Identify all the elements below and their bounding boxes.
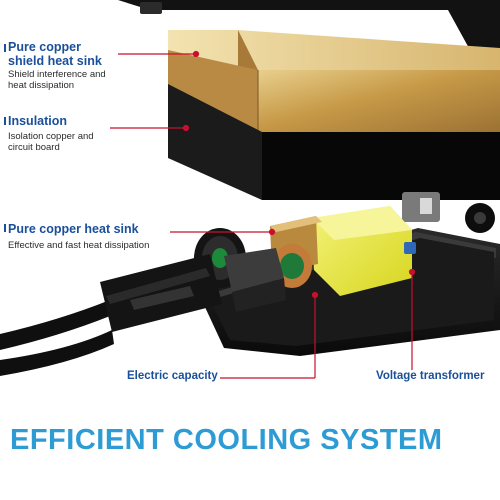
top-cover xyxy=(118,0,500,58)
transformer xyxy=(312,206,416,296)
transformer-label: Voltage transformer xyxy=(376,370,485,382)
insulation-sheet xyxy=(168,84,500,200)
power-connector xyxy=(224,248,286,312)
heatsink-title: Pure copper heat sink xyxy=(8,222,139,236)
transformer-marker-dot xyxy=(408,268,416,276)
right-mount xyxy=(402,192,495,233)
copper-shield xyxy=(168,30,500,132)
power-cord xyxy=(0,254,222,376)
shield-title-line1: Pure copper xyxy=(8,40,81,54)
heatsink-desc: Effective and fast heat dissipation xyxy=(8,240,150,251)
insulation-desc-line2: circuit board xyxy=(8,142,60,153)
insulation-title: Insulation xyxy=(8,114,68,128)
shield-title-line2: shield heat sink xyxy=(8,54,102,68)
insulation-desc-line1: Isolation copper and xyxy=(8,131,94,142)
title-markers xyxy=(4,44,6,232)
heatsink-marker-dot xyxy=(268,228,276,236)
shield-desc-line2: heat dissipation xyxy=(8,80,75,91)
headline: EFFICIENT COOLING SYSTEM xyxy=(10,424,443,456)
capacitor-label: Electric capacity xyxy=(127,370,218,382)
capacitor-marker-dot xyxy=(311,291,319,299)
shield-desc-line1: Shield interference and xyxy=(8,69,106,80)
shield-marker-dot xyxy=(192,50,200,58)
callout-markers xyxy=(110,50,416,379)
insulation-marker-dot xyxy=(182,124,190,132)
